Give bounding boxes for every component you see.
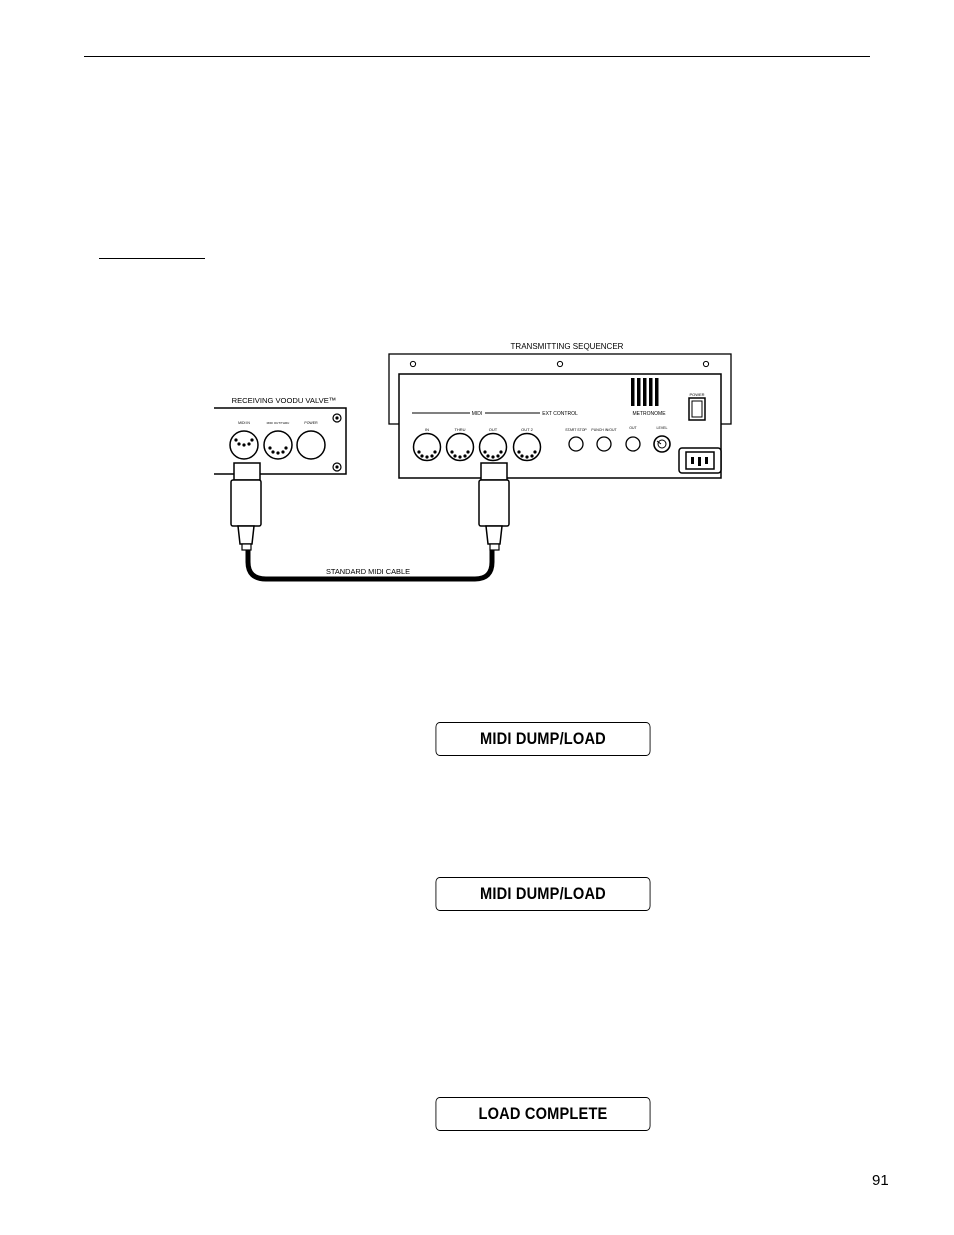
transmitter-side-plug [478, 462, 510, 551]
display-load-complete: LOAD COMPLETE [435, 1097, 651, 1131]
jack-label-metro-out: OUT [629, 426, 637, 430]
receiver-power-jack [296, 430, 326, 460]
midi-out-jack [478, 432, 508, 462]
ext-control-label: EXT CONTROL [542, 411, 578, 417]
display-midi-dump-load-1: MIDI DUMP/LOAD [435, 722, 651, 756]
iec-power-socket [678, 447, 722, 474]
power-switch [688, 397, 706, 421]
midi-in-jack [412, 432, 442, 462]
jack-label-midi-in: MIDI IN [238, 421, 250, 425]
transmitter-midi-jacks: IN THRU OUT OUT 2 [412, 427, 542, 462]
receiving-unit: RECEIVING VOODU VALVE™ MIDI IN MIDI OUT/… [214, 396, 347, 475]
receiver-title: RECEIVING VOODU VALVE™ [232, 396, 337, 405]
receiver-side-plug [230, 462, 262, 551]
jack-label-out: OUT [489, 427, 498, 432]
section-heading-underline [99, 258, 205, 259]
receiver-midi-in-jack [229, 430, 259, 460]
transmitting-sequencer: TRANSMITTING SEQUENCER MIDI IN THRU OUT … [388, 342, 732, 479]
start-stop-jack [568, 436, 584, 452]
midi-connection-diagram: TRANSMITTING SEQUENCER MIDI IN THRU OUT … [200, 340, 740, 590]
transmitter-title: TRANSMITTING SEQUENCER [511, 342, 624, 351]
jack-label-level: LEVEL [657, 426, 668, 430]
jack-label-thru: THRU [454, 427, 465, 432]
jack-label-out2: OUT 2 [521, 427, 533, 432]
header-rule [84, 56, 870, 57]
cable-label: STANDARD MIDI CABLE [326, 567, 410, 576]
midi-thru-jack [445, 432, 475, 462]
receiver-midi-out-jack [263, 430, 293, 460]
page-number: 91 [872, 1172, 889, 1189]
jack-label-punch: PUNCH IN/OUT [591, 428, 617, 432]
jack-label-midi-out-thru: MIDI OUT/THRU [267, 421, 290, 425]
metronome-speaker [631, 378, 659, 406]
metronome-label: METRONOME [632, 411, 666, 417]
jack-label-start-stop: START STOP [565, 428, 587, 432]
jack-label-in: IN [425, 427, 429, 432]
punch-jack [596, 436, 612, 452]
metronome-out-jack [625, 436, 641, 452]
midi-out2-jack [512, 432, 542, 462]
power-label: POWER [689, 392, 704, 397]
midi-group-label: MIDI [472, 411, 483, 417]
level-knob [653, 435, 671, 453]
jack-label-receiver-power: POWER [304, 421, 318, 425]
midi-cable: STANDARD MIDI CABLE [245, 549, 495, 582]
display-midi-dump-load-2: MIDI DUMP/LOAD [435, 877, 651, 911]
